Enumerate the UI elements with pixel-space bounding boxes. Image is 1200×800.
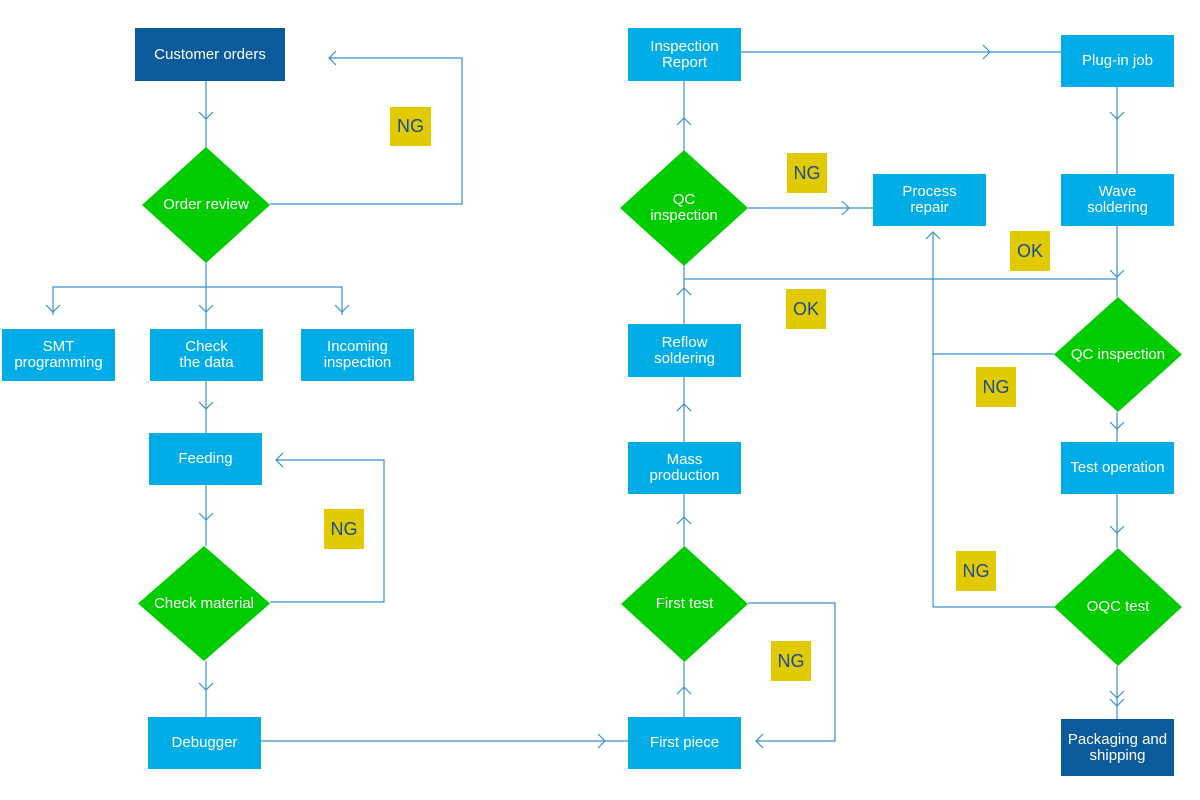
node-inspection-report: Inspection Report [628,28,741,81]
tag-ng-first-test: NG [771,641,811,681]
node-packaging-shipping: Packaging and shipping [1061,719,1174,776]
node-mass-production: Mass production [628,442,741,494]
node-wave-soldering: Wave soldering [1061,174,1174,226]
node-customer-orders: Customer orders [135,28,285,81]
node-smt-programming: SMT programming [2,329,115,381]
tag-ng-oqc-test: NG [956,551,996,591]
node-feeding: Feeding [149,433,262,485]
tag-ng-order-review: NG [390,107,431,146]
node-check-the-data: Check the data [150,329,263,381]
node-first-piece: First piece [628,717,741,769]
node-plug-in-job: Plug-in job [1061,35,1174,87]
node-test-operation: Test operation [1061,442,1174,494]
node-incoming-inspection: Incoming inspection [301,329,414,381]
node-process-repair: Process repair [873,174,986,226]
node-debugger: Debugger [148,717,261,769]
node-reflow-soldering: Reflow soldering [628,324,741,377]
tag-ng-qc-inspection-2: NG [976,367,1016,407]
tag-ng-qc-inspection: NG [787,153,827,193]
tag-ok-qc-inspection: OK [786,289,826,329]
tag-ok-wave-soldering: OK [1010,231,1050,271]
tag-ng-check-material: NG [324,509,364,549]
